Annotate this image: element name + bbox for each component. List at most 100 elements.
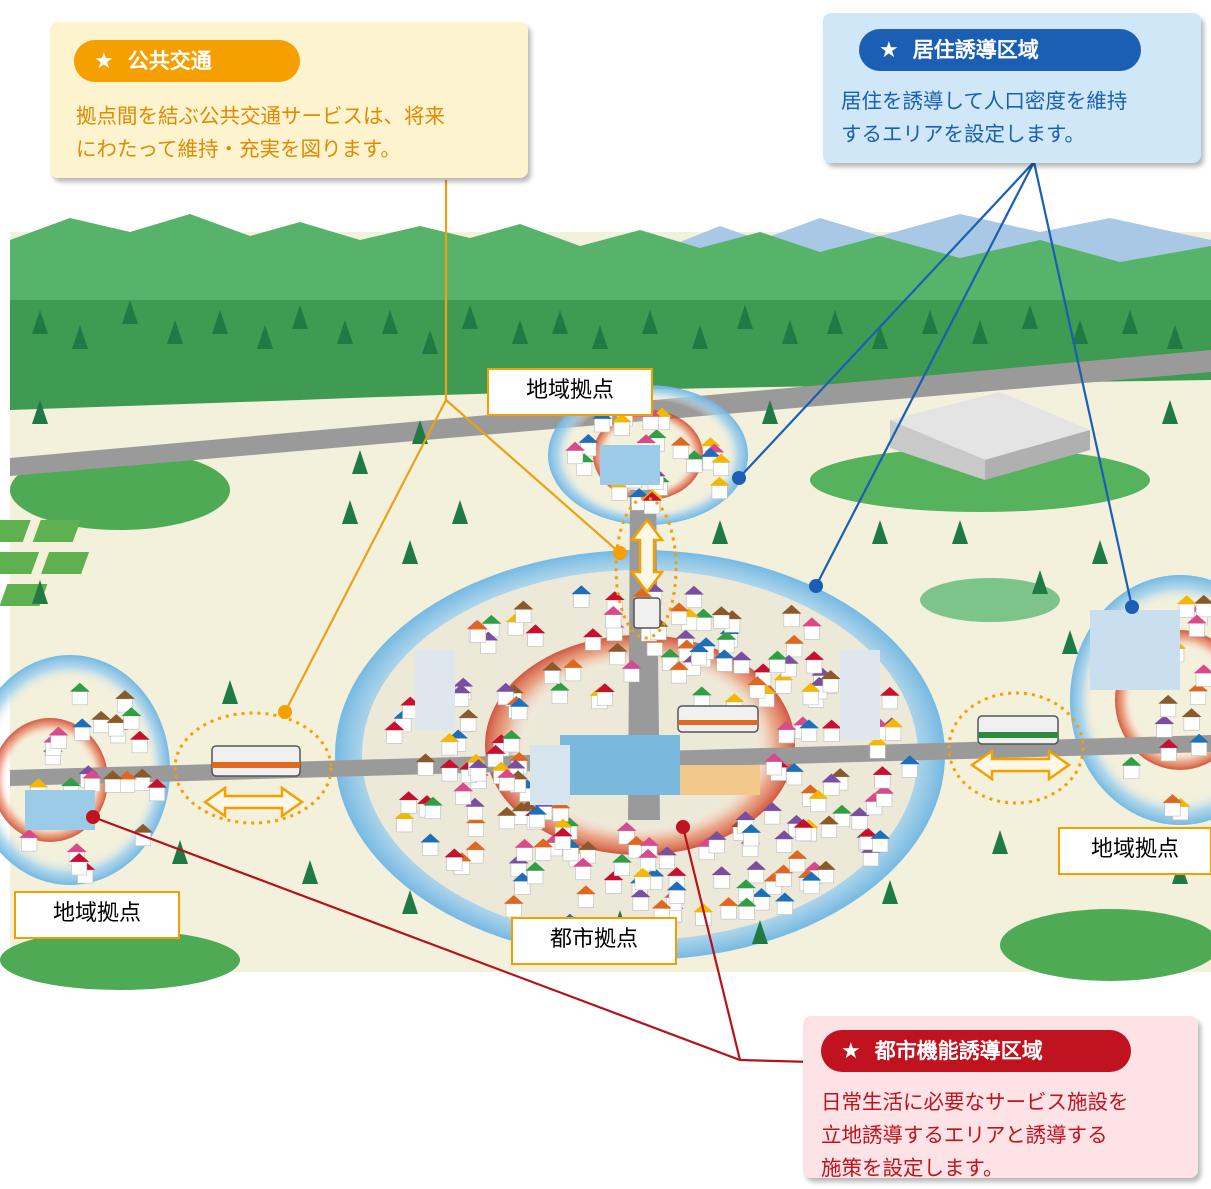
tree xyxy=(342,500,358,524)
house-roof xyxy=(495,682,516,692)
house xyxy=(119,778,136,793)
transit-ring-right xyxy=(947,691,1085,805)
house-roof xyxy=(573,857,593,867)
house xyxy=(775,679,792,694)
tree xyxy=(512,320,528,344)
house-roof xyxy=(800,682,821,692)
house-roof xyxy=(776,720,797,730)
house xyxy=(577,893,594,908)
urban-connectors xyxy=(92,815,813,1064)
house xyxy=(441,767,458,782)
house xyxy=(713,614,730,629)
house xyxy=(901,763,918,778)
house-roof xyxy=(69,682,90,692)
house-roof xyxy=(784,634,805,644)
house-roof xyxy=(552,827,573,837)
house xyxy=(810,798,827,813)
house-roof xyxy=(1193,664,1211,674)
house xyxy=(672,445,689,459)
house-roof xyxy=(115,690,135,699)
house-roof xyxy=(1188,682,1208,692)
residential-marker xyxy=(1125,600,1139,614)
apartment-building xyxy=(840,650,880,740)
house-roof xyxy=(509,697,530,707)
tree xyxy=(167,320,183,344)
house-roof xyxy=(762,802,783,811)
house-roof xyxy=(453,677,474,687)
house xyxy=(869,744,886,759)
urban-marker xyxy=(676,820,690,834)
house xyxy=(720,905,737,920)
house xyxy=(498,777,515,792)
house-roof xyxy=(607,642,628,652)
house-roof xyxy=(384,721,405,731)
bus-icon xyxy=(677,705,759,733)
tree xyxy=(122,300,138,324)
house xyxy=(529,814,546,828)
house xyxy=(671,610,688,625)
residential-description-line: するエリアを設定します。 xyxy=(841,122,1085,146)
tree xyxy=(32,580,48,604)
house-roof xyxy=(874,784,895,794)
house-roof xyxy=(669,602,689,612)
house xyxy=(21,837,38,852)
house-roof xyxy=(724,693,745,703)
house xyxy=(71,691,88,706)
house-roof xyxy=(451,684,472,694)
house xyxy=(446,856,463,871)
house-roof xyxy=(646,429,667,438)
tree xyxy=(72,325,88,349)
house-roof xyxy=(458,709,479,719)
house-roof xyxy=(439,759,460,768)
transit-ring-top xyxy=(614,496,678,640)
house xyxy=(455,790,472,805)
tree xyxy=(922,310,938,334)
house-roof xyxy=(496,806,517,816)
tree xyxy=(737,305,753,329)
house xyxy=(544,670,561,684)
house xyxy=(685,594,702,609)
house-roof xyxy=(453,782,474,792)
house xyxy=(862,852,879,867)
house-roof xyxy=(509,751,530,761)
house-roof xyxy=(804,651,825,660)
residential-marker xyxy=(732,471,746,485)
house xyxy=(1188,623,1205,637)
house-roof xyxy=(612,853,632,863)
house xyxy=(584,636,601,651)
house xyxy=(596,691,613,706)
tree xyxy=(552,310,568,334)
house-roof xyxy=(481,614,502,624)
urban-description-line: 施策を設定します。 xyxy=(821,1156,1004,1180)
house-roof xyxy=(132,768,153,778)
house xyxy=(605,614,622,629)
house-roof xyxy=(753,663,774,673)
house-roof xyxy=(676,639,697,649)
house-roof xyxy=(651,899,672,909)
house xyxy=(1164,802,1181,817)
house xyxy=(646,642,663,657)
urban-description-line: 立地誘導するエリアと誘導する xyxy=(821,1123,1108,1147)
house xyxy=(806,659,823,674)
tree xyxy=(1062,630,1078,654)
house-roof xyxy=(630,888,651,898)
house xyxy=(551,690,568,704)
house-roof xyxy=(642,491,662,501)
label-regional-top: 地域拠点 xyxy=(487,368,653,416)
house xyxy=(453,692,470,707)
house-roof xyxy=(553,818,573,828)
house xyxy=(84,778,101,792)
house-roof xyxy=(657,846,677,856)
house-roof xyxy=(549,681,570,691)
house-roof xyxy=(491,761,512,771)
house-roof xyxy=(505,759,526,769)
house xyxy=(515,609,532,623)
house xyxy=(424,805,441,820)
house xyxy=(611,486,628,501)
tree xyxy=(352,450,368,474)
house xyxy=(691,651,708,666)
house xyxy=(507,621,524,636)
house-roof xyxy=(899,755,920,765)
house-roof xyxy=(501,729,522,739)
house-roof xyxy=(793,818,814,828)
